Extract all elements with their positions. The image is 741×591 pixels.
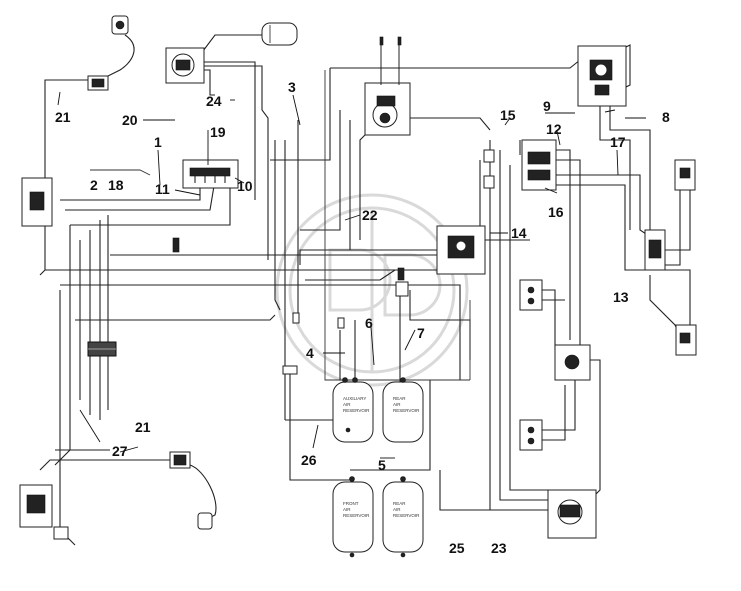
rear-relay-icon: [644, 229, 666, 271]
callout-3: 3: [288, 79, 296, 95]
drain-block-icon: [87, 341, 117, 357]
tank-label-3: RESERVOIR: [343, 513, 370, 518]
callout-14: 14: [511, 225, 527, 241]
brake-chamber-mid-bottom-icon: [519, 419, 543, 451]
callout-24: 24: [206, 93, 222, 109]
front-air-reservoir: FRONT AIR RESERVOIR: [332, 476, 374, 558]
top-gauge-icon: [111, 15, 129, 35]
callout-18: 18: [108, 177, 124, 193]
manifold-block-icon: [182, 159, 239, 189]
tank-fittings-icon: [282, 312, 345, 375]
fitting-15-icon: [483, 149, 495, 189]
tank-label-1: REAR: [393, 396, 406, 401]
callout-27: 27: [112, 443, 128, 459]
trailer-control-valve-icon: [547, 489, 597, 539]
tank-label-3: RESERVOIR: [343, 408, 370, 413]
brake-chamber-right-bottom-icon: [675, 324, 697, 356]
callout-21-top: 21: [55, 109, 71, 125]
check-valve-icon: [172, 237, 409, 297]
callout-21-bottom: 21: [135, 419, 151, 435]
ratio-valve-icon: [554, 344, 591, 381]
relay-valve-icon: [436, 225, 486, 275]
treadle-valve-icon: [364, 82, 411, 136]
callout-26: 26: [301, 452, 317, 468]
callout-10: 10: [237, 178, 253, 194]
brake-chamber-mid-top-icon: [519, 279, 543, 311]
compressor-icon: [165, 47, 205, 84]
callout-11: 11: [155, 181, 170, 197]
callout-6: 6: [365, 315, 373, 331]
auxiliary-air-reservoir: AUXILIARY AIR RESERVOIR: [332, 377, 374, 443]
tank-label-2: AIR: [343, 402, 351, 407]
rear-air-reservoir-bottom: REAR AIR RESERVOIR: [382, 476, 424, 558]
tank-label-1: REAR: [393, 501, 406, 506]
callout-8: 8: [662, 109, 670, 125]
top-fittings-icon: [379, 36, 402, 85]
tank-label-3: RESERVOIR: [393, 513, 420, 518]
rear-air-reservoir-top: REAR AIR RESERVOIR: [382, 377, 424, 443]
bottom-fitting-icon: [53, 526, 69, 540]
callout-17: 17: [610, 134, 626, 150]
brake-chamber-right-top-icon: [674, 159, 696, 191]
pressure-switch-icon: [87, 75, 109, 91]
callout-labels: 1 2 3 4 5 6 7 8 9 10 11 12 13 14 15 16 1…: [55, 79, 670, 556]
callout-15: 15: [500, 107, 516, 123]
tank-label-2: AIR: [393, 402, 401, 407]
pipe-network: [39, 34, 691, 546]
callout-19: 19: [210, 124, 226, 140]
bottom-left-valve-icon: [19, 484, 53, 528]
left-valve-icon: [21, 177, 53, 227]
tank-label-3: RESERVOIR: [393, 408, 420, 413]
wet-tank-icon: [261, 22, 298, 46]
bottom-gauge-icon: [169, 451, 213, 530]
tank-label-2: AIR: [393, 507, 401, 512]
callout-12: 12: [546, 121, 562, 137]
spring-brake-valve-icon: [577, 45, 627, 107]
callout-1: 1: [154, 134, 162, 150]
leader-lines: [57, 91, 646, 459]
callout-5: 5: [378, 457, 386, 473]
tank-label-1: FRONT: [343, 501, 359, 506]
callout-7: 7: [417, 325, 425, 341]
callout-23: 23: [491, 540, 507, 556]
callout-2: 2: [90, 177, 98, 193]
tank-label-2: AIR: [343, 507, 351, 512]
callout-20: 20: [122, 112, 138, 128]
callout-25: 25: [449, 540, 465, 556]
tank-label-1: AUXILIARY: [343, 396, 366, 401]
callout-22: 22: [362, 207, 378, 223]
callout-13: 13: [613, 289, 629, 305]
callout-16: 16: [548, 204, 564, 220]
callout-9: 9: [543, 98, 551, 114]
callout-4: 4: [306, 345, 314, 361]
quick-release-valve-icon: [521, 139, 557, 191]
